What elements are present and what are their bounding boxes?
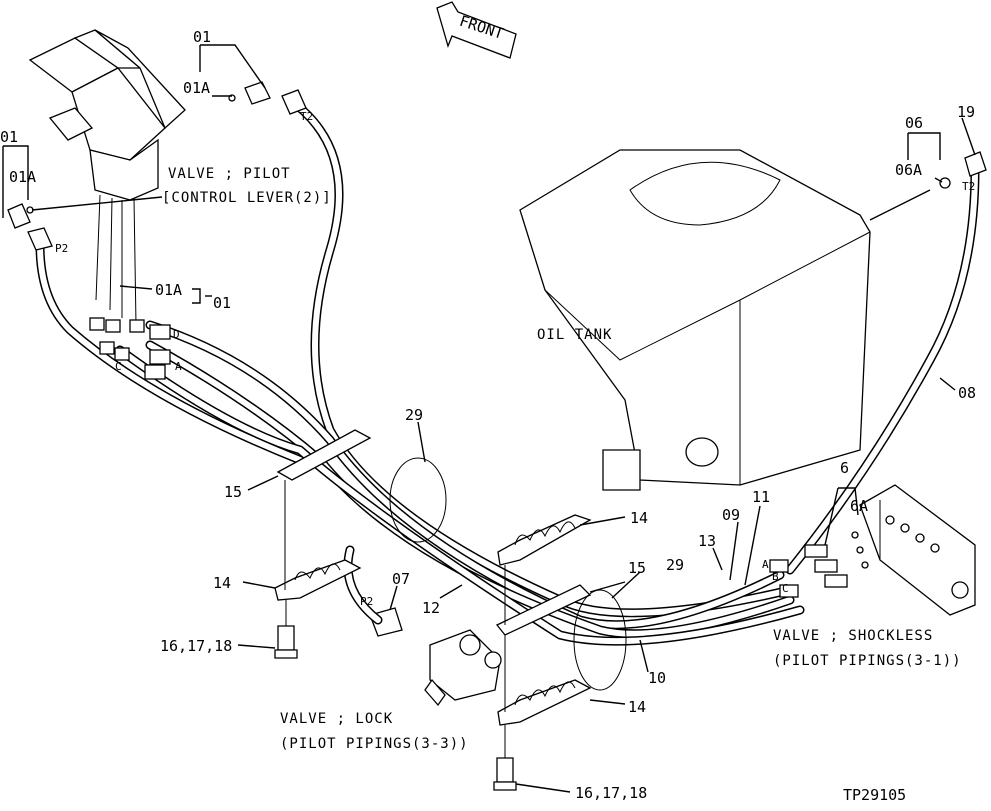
part-label-08: 08 — [958, 384, 976, 402]
part-label-01-mid: 01 — [213, 294, 231, 312]
part-label-15-left: 15 — [224, 483, 242, 501]
port-b-right: B — [772, 570, 779, 583]
front-arrow: FRONT — [436, 1, 517, 59]
part-label-07: 07 — [392, 570, 410, 588]
leader-lines — [2, 44, 976, 793]
part-label-14-lower: 14 — [628, 698, 646, 716]
port-d: D — [173, 328, 180, 341]
fittings — [7, 81, 987, 598]
figure-id: TP29105 — [843, 786, 906, 804]
port-c: C — [115, 360, 122, 373]
part-label-01a-top: 01A — [183, 79, 210, 97]
pilot-valve-caption-1: VALVE ; PILOT — [168, 166, 291, 182]
part-label-14-upper: 14 — [630, 509, 648, 527]
lock-valve-caption-2: (PILOT PIPINGS(3-3)) — [280, 736, 469, 752]
part-label-12: 12 — [422, 599, 440, 617]
part-label-11: 11 — [752, 488, 770, 506]
port-a: A — [175, 360, 182, 373]
part-label-15-right: 15 — [628, 559, 646, 577]
part-label-09: 09 — [722, 506, 740, 524]
oil-tank-caption: OIL TANK — [537, 327, 612, 343]
part-label-29-lower: 29 — [666, 556, 684, 574]
shockless-valve-caption-1: VALVE ; SHOCKLESS — [773, 628, 933, 644]
port-t2-right: T2 — [962, 180, 975, 193]
port-p2-left: P2 — [55, 242, 68, 255]
pilot-valve-caption-2: [CONTROL LEVER(2)] — [162, 190, 332, 206]
part-label-13: 13 — [698, 532, 716, 550]
lock-valve-caption-1: VALVE ; LOCK — [280, 711, 393, 727]
lock-valve — [369, 607, 502, 707]
port-p2-lower: P2 — [360, 595, 373, 608]
bolts — [274, 600, 517, 791]
part-label-06a: 06A — [895, 161, 922, 179]
part-label-16-17-18-upper: 16,17,18 — [160, 637, 232, 655]
part-label-14-left: 14 — [213, 574, 231, 592]
part-label-6: 6 — [840, 459, 849, 477]
part-label-6a: 6A — [850, 497, 868, 515]
part-label-10: 10 — [648, 669, 666, 687]
part-label-19: 19 — [957, 103, 975, 121]
part-label-06: 06 — [905, 114, 923, 132]
part-label-29-upper: 29 — [405, 406, 423, 424]
shockless-valve-block — [859, 484, 976, 616]
port-c-right: C — [782, 582, 789, 595]
hose-bundle — [35, 95, 980, 646]
plates-and-clamps — [274, 429, 627, 726]
oil-tank — [519, 149, 871, 491]
shockless-valve-caption-2: (PILOT PIPINGS(3-1)) — [773, 653, 962, 669]
port-t2-top: T2 — [300, 110, 313, 123]
part-label-01a-mid: 01A — [155, 281, 182, 299]
part-label-01a-left: 01A — [9, 168, 36, 186]
part-label-16-17-18-lower: 16,17,18 — [575, 784, 647, 802]
pilot-valve-body — [28, 29, 186, 326]
part-label-01-left: 01 — [0, 128, 18, 146]
part-label-01-top: 01 — [193, 28, 211, 46]
port-a-right: A — [762, 558, 769, 571]
